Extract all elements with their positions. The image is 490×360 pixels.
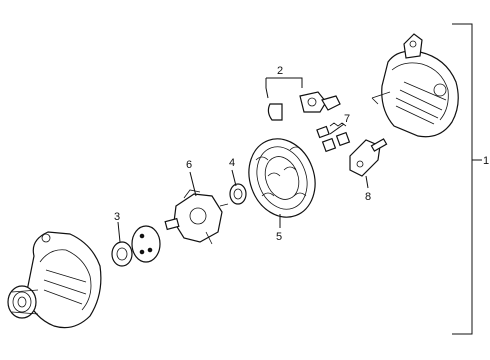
spacer [111, 241, 133, 267]
callout-7: 7 [344, 113, 350, 125]
callout-6: 6 [186, 159, 192, 171]
bearing [229, 183, 247, 205]
callout-4: 4 [229, 157, 235, 169]
leader-lines [117, 77, 369, 243]
stator [248, 138, 316, 218]
pulley [7, 285, 39, 319]
brush-holder-parts [267, 91, 341, 121]
callout-1: 1 [483, 155, 489, 167]
washer [131, 225, 161, 263]
assembly-bracket [452, 23, 482, 335]
front-housing [25, 231, 102, 329]
callout-3: 3 [114, 211, 120, 223]
callout-5: 5 [276, 231, 282, 243]
rear-housing [371, 33, 459, 138]
callout-8: 8 [365, 191, 371, 203]
callout-2: 2 [277, 65, 283, 77]
springs-and-brushes [316, 122, 351, 153]
rotor [164, 189, 229, 245]
regulator-terminal [349, 138, 388, 177]
